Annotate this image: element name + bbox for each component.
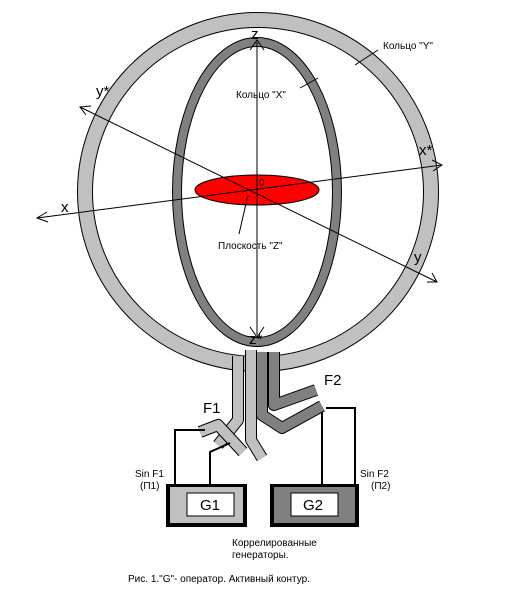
axis-x-line bbox=[36, 164, 443, 219]
wire-g1-right bbox=[209, 442, 231, 485]
sin-f2-label: Sin F2 bbox=[360, 469, 389, 480]
ring-y-label: Кольцо "Y" bbox=[383, 41, 433, 52]
generator-g2 bbox=[270, 484, 359, 527]
axes bbox=[35, 39, 443, 338]
origin-label: 0 bbox=[259, 178, 265, 189]
p2-label: (П2) bbox=[371, 481, 390, 492]
axis-y-arrow-bottom bbox=[427, 272, 438, 283]
ring-x-label: Кольцо "X" bbox=[236, 90, 286, 101]
leader-lines bbox=[238, 49, 379, 235]
axis-y-arrow-top bbox=[79, 105, 92, 116]
axis-z-star-label: z* bbox=[249, 331, 263, 348]
plane-z-leader bbox=[238, 194, 249, 235]
f1-label: F1 bbox=[203, 400, 221, 417]
sin-f1-label: Sin F1 bbox=[135, 469, 164, 480]
g1-label: G1 bbox=[200, 497, 220, 514]
generator-g1 bbox=[166, 484, 247, 527]
ring-y-leader bbox=[354, 49, 379, 66]
axis-z-label: z bbox=[251, 26, 259, 43]
axis-z-arrow-top bbox=[249, 39, 265, 51]
wires bbox=[174, 407, 356, 500]
generators-label-line2: генераторы. bbox=[232, 550, 289, 561]
axis-x-arrow-right bbox=[431, 159, 443, 172]
wire-g2-right bbox=[326, 407, 356, 500]
axis-x-star-label: x* bbox=[419, 142, 433, 159]
ring-x-leader bbox=[299, 77, 319, 89]
generators-label-line1: Коррелированные bbox=[232, 538, 317, 549]
wire-g1-left bbox=[174, 429, 205, 500]
axis-x-label: x bbox=[61, 199, 69, 216]
figure-caption: Рис. 1."G"- оператор. Активный контур. bbox=[128, 574, 310, 585]
axis-y-label: y bbox=[414, 249, 422, 266]
axis-x-arrow-left bbox=[35, 211, 49, 223]
axis-z-arrow-bottom bbox=[249, 326, 265, 338]
f2-label: F2 bbox=[324, 372, 342, 389]
plane-z-label: Плоскость "Z" bbox=[218, 241, 283, 252]
g2-label: G2 bbox=[303, 497, 323, 514]
axis-y-star-label: y* bbox=[96, 83, 110, 100]
p1-label: (П1) bbox=[140, 481, 159, 492]
feed-conductors bbox=[197, 350, 325, 462]
axis-y-line bbox=[79, 106, 438, 283]
